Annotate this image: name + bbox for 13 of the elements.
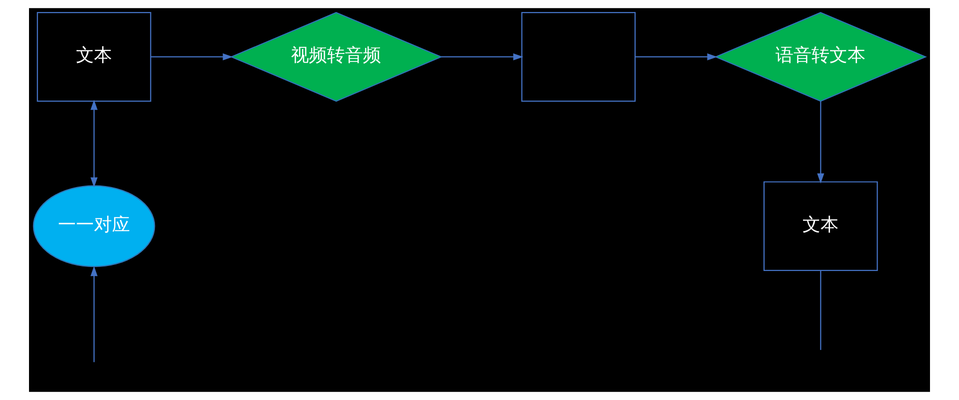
node-box — [521, 12, 636, 102]
arrow — [90, 266, 98, 362]
connector — [820, 270, 822, 350]
arrow — [90, 100, 98, 188]
arrow — [817, 101, 824, 184]
arrow — [635, 53, 718, 60]
arrow — [150, 53, 233, 60]
node-box: 文本 — [763, 181, 878, 272]
node-ellipse: 一一对应 — [32, 185, 156, 268]
arrow — [441, 53, 524, 60]
node-diamond: 视频转音频 — [230, 12, 443, 102]
node-diamond: 语音转文本 — [714, 12, 927, 102]
node-box: 文本 — [36, 12, 152, 102]
